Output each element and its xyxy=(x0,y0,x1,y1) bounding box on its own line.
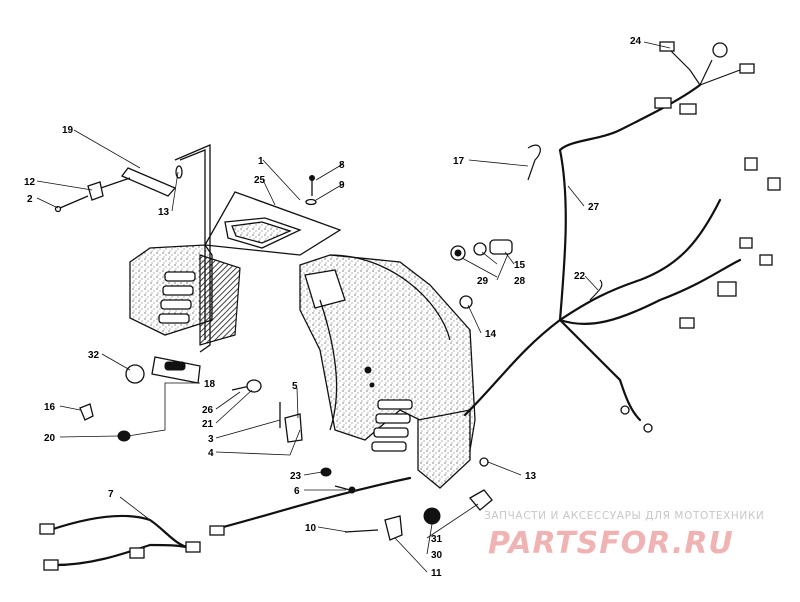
callout-31: 31 xyxy=(431,534,443,545)
leader-lines xyxy=(36,41,671,573)
callout-27: 27 xyxy=(588,202,600,213)
callout-22: 22 xyxy=(574,271,586,282)
callout-14: 14 xyxy=(485,329,497,340)
callout-21: 21 xyxy=(202,419,214,430)
wiring-harness xyxy=(39,41,781,571)
callout-16: 16 xyxy=(44,402,56,413)
callout-32: 32 xyxy=(88,350,100,361)
callout-24: 24 xyxy=(630,36,642,47)
callout-13-top: 13 xyxy=(158,207,170,218)
callout-11: 11 xyxy=(431,568,442,579)
callout-19: 19 xyxy=(62,125,74,136)
callout-7: 7 xyxy=(108,489,114,500)
callout-13-bottom: 13 xyxy=(525,471,537,482)
callout-20: 20 xyxy=(44,433,56,444)
callout-10: 10 xyxy=(305,523,317,534)
callout-4: 4 xyxy=(208,448,214,459)
callout-29: 29 xyxy=(477,276,489,287)
callout-labels: 1 25 8 9 19 12 2 13 32 18 16 20 26 21 3 … xyxy=(24,36,642,579)
hardware-bottom xyxy=(344,489,493,541)
callout-1: 1 xyxy=(258,156,264,167)
callout-3: 3 xyxy=(208,434,214,445)
callout-15: 15 xyxy=(514,260,526,271)
callout-12: 12 xyxy=(24,177,36,188)
callout-28: 28 xyxy=(514,276,526,287)
callout-8: 8 xyxy=(339,160,345,171)
watermark-tagline: ЗАПЧАСТИ И АКСЕССУАРЫ ДЛЯ МОТОТЕХНИКИ xyxy=(484,510,764,522)
callout-30: 30 xyxy=(431,550,443,561)
watermark-logo: PARTSFOR.RU xyxy=(488,526,734,561)
callout-5: 5 xyxy=(292,381,298,392)
callout-18: 18 xyxy=(204,379,216,390)
watermark: ЗАПЧАСТИ И АКСЕССУАРЫ ДЛЯ МОТОТЕХНИКИ PA… xyxy=(484,510,764,561)
callout-25: 25 xyxy=(254,175,266,186)
callout-9: 9 xyxy=(339,180,345,191)
callout-6: 6 xyxy=(294,486,300,497)
hardware-left xyxy=(79,356,201,442)
callout-17: 17 xyxy=(453,156,465,167)
callout-2: 2 xyxy=(27,194,33,205)
mirror-assembly xyxy=(54,144,211,353)
callout-23: 23 xyxy=(290,471,302,482)
console-assembly xyxy=(129,191,476,489)
callout-26: 26 xyxy=(202,405,214,416)
